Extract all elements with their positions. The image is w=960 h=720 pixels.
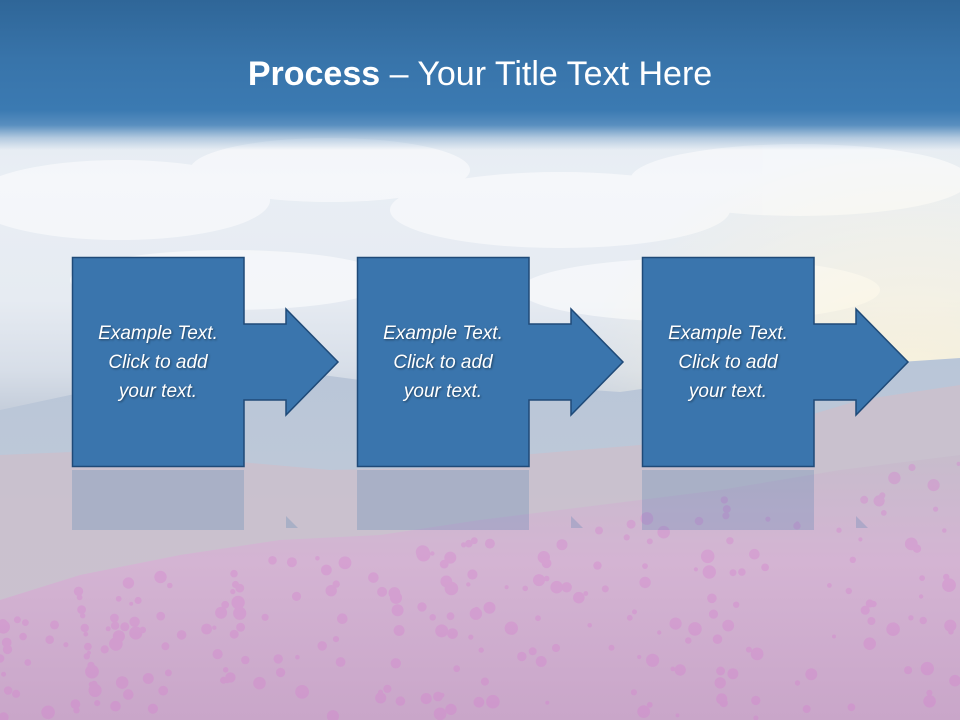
step-1-line-1: Example Text. bbox=[98, 322, 218, 344]
flower-dots bbox=[0, 461, 960, 720]
title-bar bbox=[0, 0, 960, 150]
process-step-1[interactable]: Example Text. Click to add your text. bbox=[71, 256, 412, 468]
step-3-text[interactable]: Example Text. Click to add your text. bbox=[642, 257, 814, 467]
step-3-line-2: Click to add bbox=[678, 351, 778, 373]
step-1-box-arrow bbox=[71, 256, 340, 468]
step-1-reflection bbox=[72, 470, 412, 530]
title-bold: Process bbox=[247, 55, 381, 93]
step-3-reflection bbox=[642, 470, 960, 530]
slide-title[interactable]: Process – Your Title Text Here bbox=[0, 48, 960, 100]
step-2-line-1: Example Text. bbox=[383, 322, 503, 344]
title-rest: – Your Title Text Here bbox=[380, 55, 713, 93]
step-2-reflection bbox=[357, 470, 697, 530]
step-2-line-2: Click to add bbox=[393, 351, 493, 373]
step-2-text[interactable]: Example Text. Click to add your text. bbox=[357, 257, 529, 467]
process-step-3[interactable]: Example Text. Click to add your text. bbox=[641, 256, 960, 468]
step-1-line-2: Click to add bbox=[108, 351, 208, 373]
step-3-line-3: your text. bbox=[688, 380, 768, 402]
flower-meadow bbox=[0, 455, 960, 720]
step-1-text[interactable]: Example Text. Click to add your text. bbox=[72, 257, 244, 467]
step-2-box-arrow bbox=[356, 256, 625, 468]
step-3-box-arrow bbox=[641, 256, 910, 468]
step-1-line-3: your text. bbox=[118, 380, 198, 402]
step-3-line-1: Example Text. bbox=[668, 322, 788, 344]
process-step-2[interactable]: Example Text. Click to add your text. bbox=[356, 256, 697, 468]
step-2-line-3: your text. bbox=[403, 380, 483, 402]
